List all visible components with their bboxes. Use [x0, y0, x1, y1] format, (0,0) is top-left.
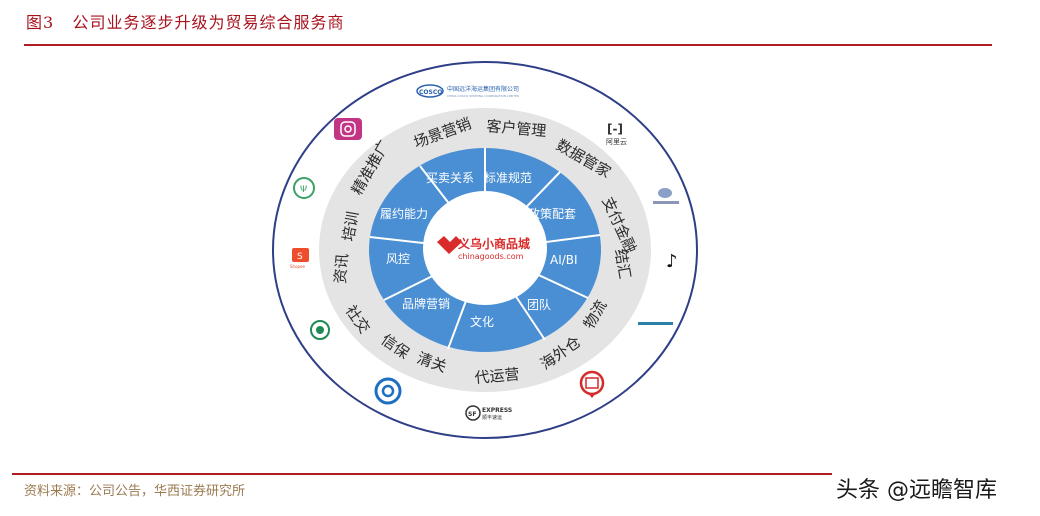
- shopee-icon: [292, 248, 309, 262]
- segment-label: 品牌营销: [402, 297, 450, 311]
- service-label: 资讯: [331, 253, 352, 284]
- green-bank-icon: [293, 177, 315, 199]
- sf-icon: [465, 405, 481, 421]
- tiktok-logo: ♪: [666, 251, 678, 272]
- tiktok-icon: ♪: [666, 251, 678, 272]
- segment-label: 文化: [470, 314, 494, 329]
- segment-label: 履约能力: [380, 206, 428, 221]
- sf-express-logo: SF EXPRESS 顺丰速运: [465, 405, 512, 421]
- segment-label: 标准规范: [484, 170, 532, 185]
- beneplan-text-mark: [638, 322, 673, 325]
- segment-label: 团队: [527, 297, 551, 312]
- svg-text:CHINA COSCO SHIPPING CORPORATI: CHINA COSCO SHIPPING CORPORATION LIMITED: [447, 94, 520, 98]
- abc-bank-icon: [310, 320, 330, 340]
- svg-text:顺丰速运: 顺丰速运: [482, 414, 502, 421]
- svg-text:Ψ: Ψ: [300, 185, 307, 195]
- abc-bank-logo: [310, 320, 330, 340]
- source-note: 资料来源：公司公告，华西证券研究所: [24, 484, 246, 499]
- cosco-logo: COSCO 中国远洋海运集团有限公司 CHINA COSCO SHIPPING …: [416, 84, 520, 98]
- ccb-logo: [374, 377, 402, 405]
- institution-logo: [653, 188, 679, 204]
- footer-divider: [12, 473, 842, 475]
- bocom-icon: [579, 370, 605, 396]
- svg-text:中国远洋海运集团有限公司: 中国远洋海运集团有限公司: [447, 85, 519, 93]
- beneplan-logo: [638, 322, 673, 325]
- heart-logo-icon: [437, 236, 462, 254]
- green-bank-logo: Ψ: [293, 177, 315, 199]
- alibaba-cloud-logo: [-] 阿里云: [606, 122, 627, 146]
- segment-label: AI/BI: [550, 253, 578, 267]
- instagram-logo: [334, 118, 362, 140]
- service-label: 培训: [339, 210, 362, 243]
- figure-title: 图3 公司业务逐步升级为贸易综合服务商: [26, 13, 345, 32]
- service-label: 结汇: [611, 248, 634, 281]
- segment-label: 风控: [386, 252, 410, 266]
- center-hub: [423, 191, 547, 305]
- bocom-logo: [579, 370, 605, 398]
- svg-text:Shopee: Shopee: [290, 264, 306, 269]
- svg-text:[-]: [-]: [607, 122, 623, 136]
- shopee-logo: S Shopee: [290, 248, 309, 269]
- svg-text:COSCO: COSCO: [419, 89, 442, 96]
- watermark: 头条 @远瞻智库: [832, 472, 1001, 504]
- svg-text:EXPRESS: EXPRESS: [482, 407, 512, 414]
- svg-text:SF: SF: [468, 411, 476, 418]
- svg-text:阿里云: 阿里云: [606, 137, 627, 146]
- svg-text:S: S: [297, 252, 303, 262]
- segment-label: 政策配套: [528, 207, 576, 221]
- chinagoods-logo: 义乌小商品城 chinagoods.com: [437, 236, 530, 261]
- logo-en: chinagoods.com: [458, 252, 524, 261]
- service-label: 代运营: [474, 365, 520, 387]
- title-divider: [24, 44, 992, 46]
- logo-cn: 义乌小商品城: [457, 236, 530, 251]
- segment-label: 买卖关系: [426, 171, 474, 185]
- institution-emblem-icon: [658, 188, 672, 198]
- ccb-icon: [374, 377, 402, 405]
- cosco-emblem-icon: [416, 84, 444, 98]
- service-label: 客户管理: [486, 117, 547, 140]
